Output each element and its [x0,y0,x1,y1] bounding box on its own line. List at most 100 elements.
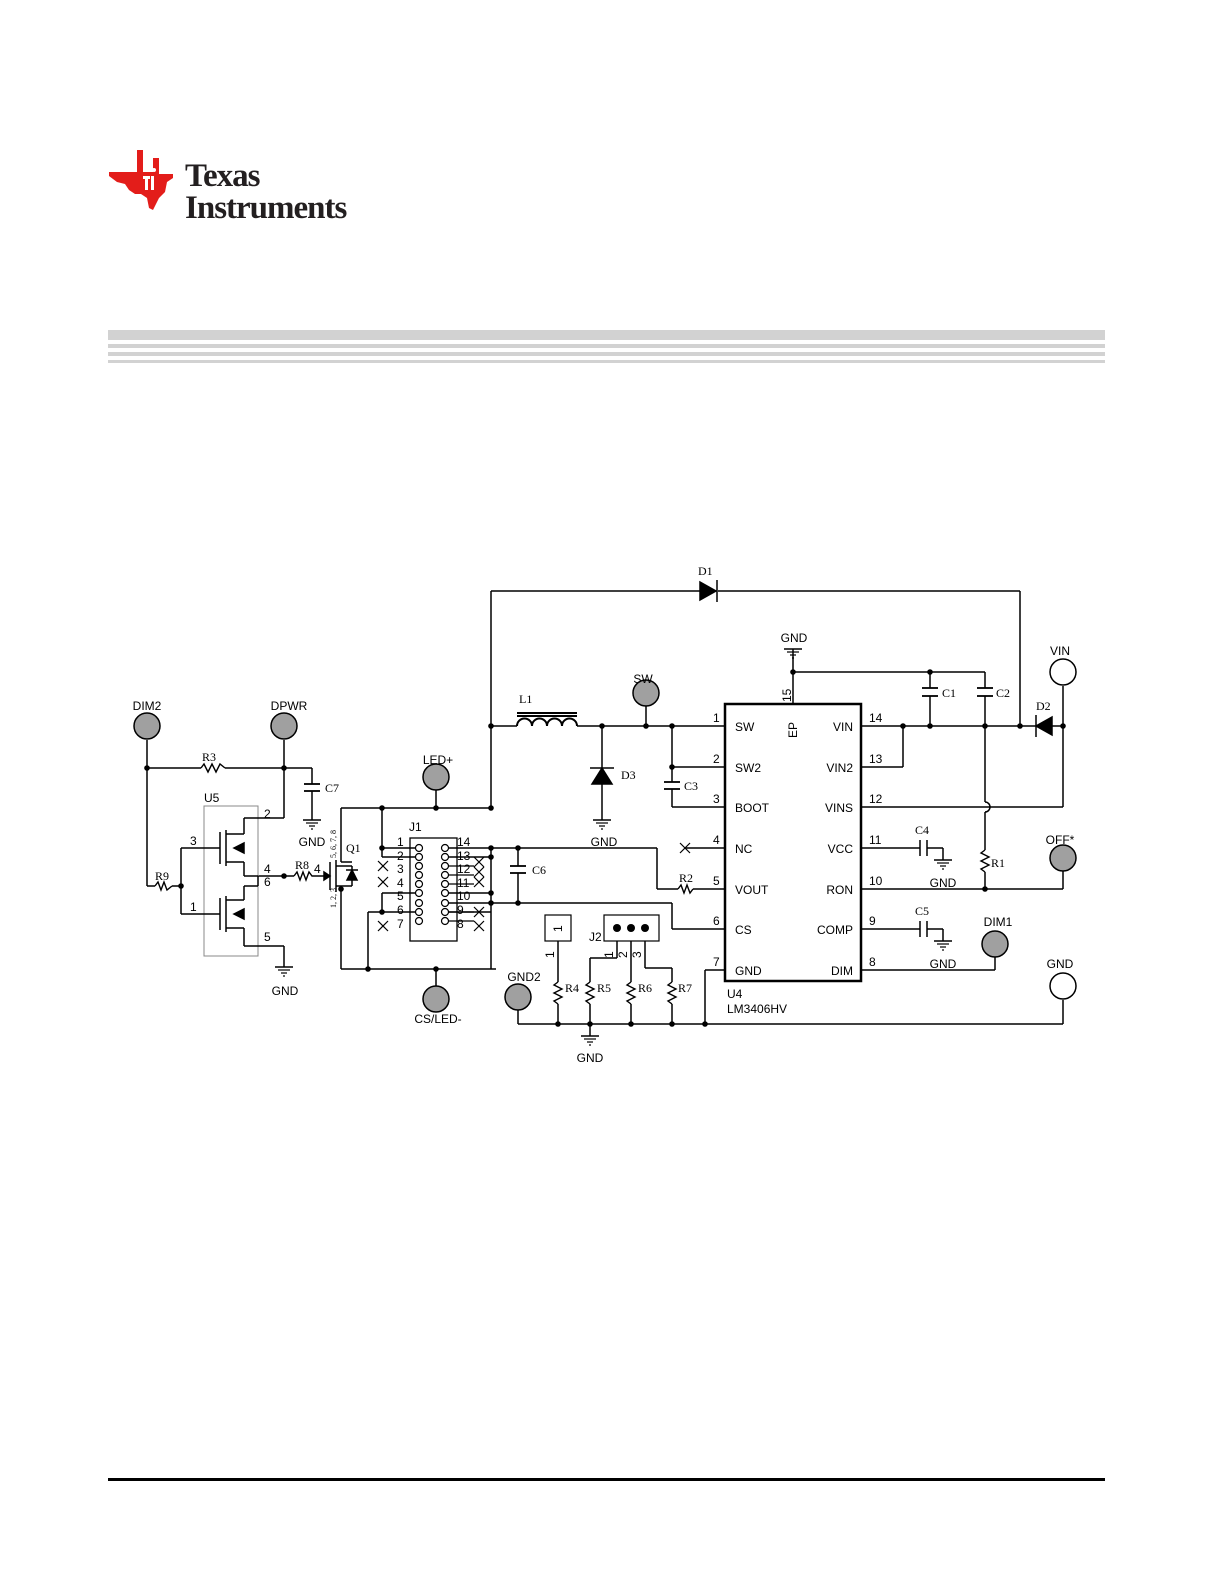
pin-name: NC [735,842,753,856]
testpoint-vin [1049,658,1077,686]
testpoint-dim1 [981,930,1009,958]
ref-q1: Q1 [346,841,361,855]
jumper-pin: 1 [551,925,565,932]
gnd-label: GND [272,984,299,998]
ref-r2: R2 [679,871,693,885]
pin-number-ep: 15 [780,688,794,702]
ref-r4: R4 [565,981,579,995]
pin-name: GND [735,964,762,978]
j1-pin: 4 [397,876,404,890]
j1-pin: 6 [397,903,404,917]
pin-number: 9 [869,914,876,928]
pin-name: RON [826,883,853,897]
tp-label-off: OFF* [1046,833,1075,847]
testpoint-sw [632,679,660,707]
j1-pin: 8 [457,917,464,931]
pin-name: VIN2 [826,761,853,775]
pin-number: 14 [869,711,883,725]
brand-line-1: Texas [185,158,260,194]
ref-j1: J1 [409,820,422,834]
testpoint-dim2 [133,712,161,740]
ref-r1: R1 [991,856,1005,870]
ref-u5: U5 [204,791,220,805]
q1-pin: 5, 6, 7, 8 [329,830,338,858]
pin-name: CS [735,923,752,937]
j1-pin: 13 [457,849,471,863]
u5-pin: 4 [264,862,271,876]
gnd-label: GND [299,835,326,849]
gnd-label: GND [577,1051,604,1065]
pin-name-ep: EP [786,722,800,738]
tp-label-gnd2: GND2 [507,970,541,984]
u4-part: LM3406HV [727,1002,787,1016]
testpoint-dpwr [270,712,298,740]
tp-label-gnd: GND [1047,957,1074,971]
header-stripes [108,330,1105,368]
ti-logo: Texas Instruments [107,148,427,228]
pin-number: 12 [869,792,883,806]
pin-name: VINS [825,801,853,815]
j1-pin: 12 [457,862,471,876]
q1-pin: 1, 2, 3 [329,888,338,908]
ref-c7: C7 [325,781,339,795]
ref-c1: C1 [942,686,956,700]
ti-state-logo-icon [109,150,173,210]
testpoint-led-plus [422,763,450,791]
testpoint-off [1049,844,1077,872]
tp-label-dim1: DIM1 [984,915,1013,929]
j1-pin: 10 [457,889,471,903]
j1-pin: 11 [457,876,470,890]
ref-c2: C2 [996,686,1010,700]
gnd-label: GND [591,835,618,849]
u4-ref: U4 [727,987,743,1001]
pin-name: VIN [833,720,853,734]
j1-pin: 7 [397,917,404,931]
pin-name: DIM [831,964,853,978]
gnd-label: GND [930,876,957,890]
j2-pin: 1 [602,951,616,958]
pin-number: 4 [713,833,720,847]
pin-number: 11 [869,833,882,847]
pin-number: 1 [713,711,720,725]
ref-d1: D1 [698,564,713,578]
footer-rule [108,1478,1105,1481]
u5-pin: 2 [264,807,271,821]
gnd-label: GND [781,631,808,645]
testpoint-gnd2 [504,983,532,1011]
pin-name: SW [735,720,755,734]
j1-pin: 5 [397,889,404,903]
pin-number: 7 [713,955,720,969]
ref-r5: R5 [597,981,611,995]
u5-pin: 1 [190,900,197,914]
j1-pin: 9 [457,903,464,917]
pin-name: VOUT [735,883,769,897]
pin-number: 6 [713,914,720,928]
tp-label-cs-led: CS/LED- [414,1012,461,1026]
u5-pin: 6 [264,875,271,889]
testpoint-cs-led [422,985,450,1013]
ref-d3: D3 [621,768,636,782]
ref-c3: C3 [684,779,698,793]
testpoint-gnd [1049,972,1077,1000]
ref-d2: D2 [1036,699,1051,713]
pin-name: VCC [828,842,854,856]
jumper-pin: 1 [543,951,557,958]
j1-pin: 3 [397,862,404,876]
pin-number: 10 [869,874,883,888]
tp-label-led-plus: LED+ [423,753,453,767]
ref-c6: C6 [532,863,546,877]
pin-name: SW2 [735,761,761,775]
j1-pin: 2 [397,849,404,863]
pin-number: 2 [713,752,720,766]
ref-r7: R7 [678,981,692,995]
q1-pin: 4 [314,862,321,876]
u5-pin: 5 [264,930,271,944]
ref-c4: C4 [915,823,929,837]
pin-number: 8 [869,955,876,969]
u5-pin: 3 [190,834,197,848]
j2-pin: 3 [630,951,644,958]
pin-number: 3 [713,792,720,806]
tp-label-dpwr: DPWR [271,699,308,713]
j2-pin: 2 [616,951,630,958]
